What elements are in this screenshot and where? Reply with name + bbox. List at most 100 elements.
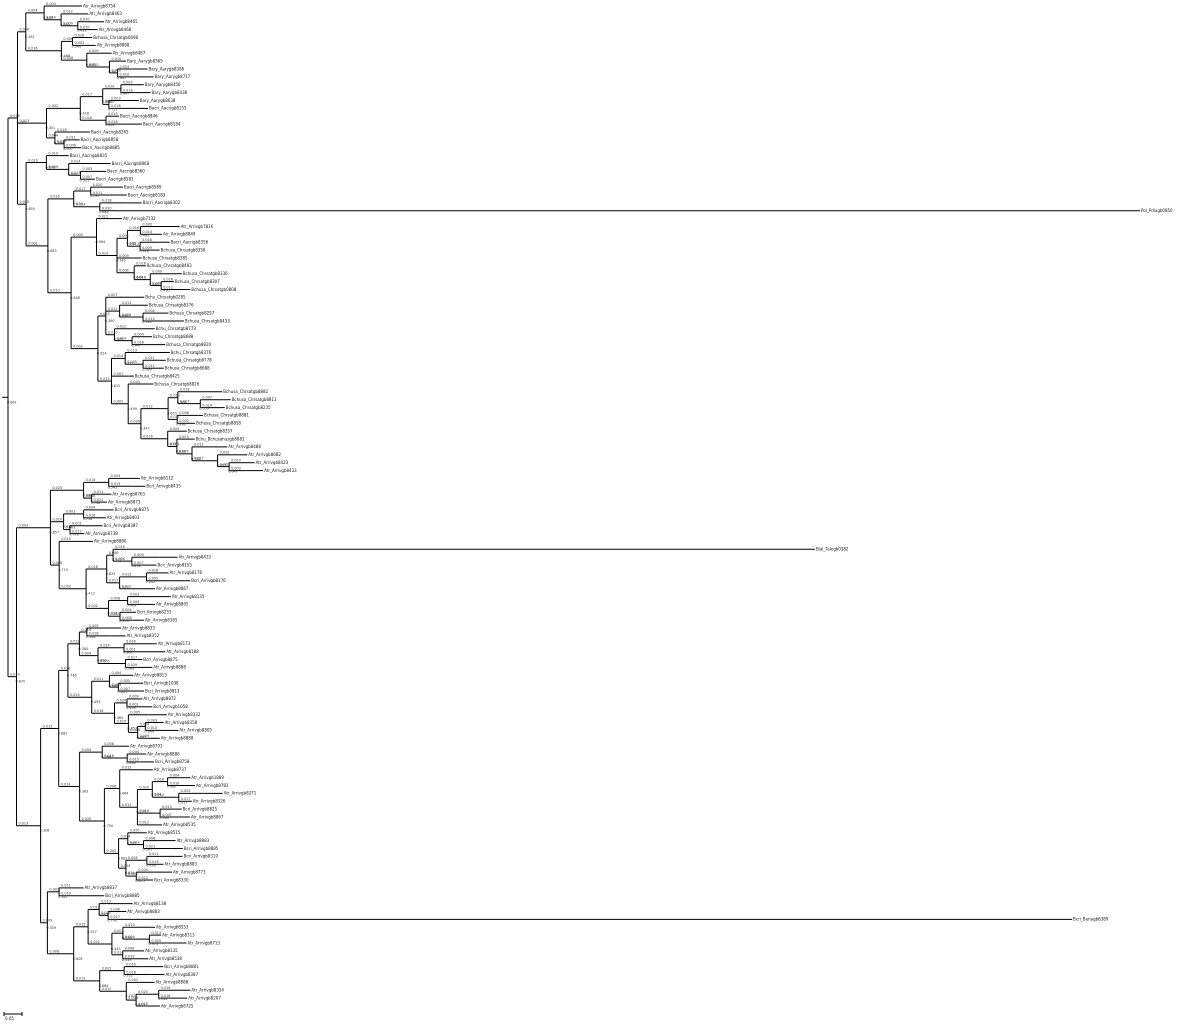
node-support-label: 0.524 bbox=[97, 352, 107, 356]
branch-length-label: 0.016 bbox=[143, 435, 153, 439]
node-support-label: 0.459 bbox=[126, 706, 136, 710]
branch-length-label: 0.019 bbox=[125, 955, 135, 959]
node-support-label: 0.542 bbox=[108, 485, 118, 489]
branch-length-label: 0.010 bbox=[125, 923, 135, 927]
tip-label: Atr_Arrivgb8423 bbox=[256, 460, 289, 465]
tip-label: Bchu_Chrsatgb8688 bbox=[153, 334, 194, 339]
node-support-label: 0.466 bbox=[60, 54, 70, 58]
branch-length-label: 0.014 bbox=[142, 230, 152, 234]
branch-length-label: 0.016 bbox=[10, 114, 20, 118]
branch-length-label: 0.004 bbox=[134, 333, 144, 337]
branch-length-label: 0.020 bbox=[93, 183, 103, 187]
branch-length-label: 0.005 bbox=[149, 577, 159, 581]
branch-length-label: 0.003 bbox=[130, 592, 140, 596]
tip-label: Atr_Arrivgb8872 bbox=[143, 696, 176, 701]
branch-length-label: 0.020 bbox=[139, 785, 149, 789]
branch-length-label: 0.012 bbox=[122, 803, 132, 807]
branch-length-label: 0.007 bbox=[108, 293, 118, 297]
node-support-label: 0.882 bbox=[58, 732, 68, 736]
branch-length-label: 0.016 bbox=[139, 809, 149, 813]
node-support-label: 0.615 bbox=[111, 384, 121, 388]
tip-label: Bcri_Arrivgb8885 bbox=[184, 846, 219, 851]
node-support-label: 0.487 bbox=[120, 92, 130, 96]
node-support-label: 0.941 bbox=[143, 848, 153, 852]
node-support-label: 0.499 bbox=[127, 407, 137, 411]
tip-label: Atr_Arrivgb8165 bbox=[145, 618, 178, 623]
branch-length-label: 0.014 bbox=[202, 403, 212, 407]
tip-label: Bcri_Arrivgb1058 bbox=[153, 704, 188, 709]
node-support-label: 0.322 bbox=[123, 974, 133, 978]
tip-label: Bcri_Arrivgb8330 bbox=[154, 877, 189, 882]
branch-length-label: 0.020 bbox=[105, 85, 115, 89]
branch-length-label: 0.002 bbox=[179, 419, 189, 423]
tip-label: Atr_Arrivgb8754 bbox=[83, 3, 116, 8]
branch-length-label: 0.006 bbox=[179, 411, 189, 415]
branch-length-label: 0.013 bbox=[101, 899, 111, 903]
node-support-label: 0.392 bbox=[25, 35, 35, 39]
branch-length-label: 0.002 bbox=[114, 929, 124, 933]
branch-length-label: 0.014 bbox=[120, 65, 130, 69]
tip-label: Bary_Aarygb8365 bbox=[127, 58, 163, 63]
node-support-label: 0.974 bbox=[148, 942, 158, 946]
branch-length-label: 0.021 bbox=[90, 940, 100, 944]
branch-length-label: 0.005 bbox=[100, 659, 110, 663]
branch-length-label: 0.004 bbox=[129, 750, 139, 754]
tip-label: Bary_Aarygb8456 bbox=[145, 82, 181, 87]
tip-label: Atr_Arrivgb8553 bbox=[156, 925, 189, 930]
node-support-label: 0.773 bbox=[136, 810, 146, 814]
node-support-label: 0.359 bbox=[46, 926, 56, 930]
branch-length-label: 0.003 bbox=[231, 466, 241, 470]
node-support-label: 0.947 bbox=[131, 344, 141, 348]
node-support-label: 0.964 bbox=[96, 240, 106, 244]
branch-length-label: 0.004 bbox=[49, 134, 59, 138]
tip-label: Atr_Arrivgb8773 bbox=[173, 869, 206, 874]
branch-length-label: 0.011 bbox=[61, 884, 71, 888]
node-support-label: 0.673 bbox=[167, 412, 177, 416]
branch-length-label: 0.014 bbox=[100, 644, 110, 648]
branch-length-label: 0.007 bbox=[83, 175, 93, 179]
node-support-label: 0.791 bbox=[17, 121, 27, 125]
tip-label: Atr_Arrivgb8352 bbox=[127, 633, 160, 638]
branch-length-label: 0.001 bbox=[129, 703, 139, 707]
tip-label: Atr_Arrivgb8805 bbox=[179, 728, 212, 733]
node-support-label: 0.457 bbox=[217, 464, 227, 468]
node-support-label: 0.507 bbox=[63, 147, 73, 151]
tip-label: Bcri_Arrivgb8435 bbox=[146, 484, 181, 489]
tip-label: Atr_Arrivgb8738 bbox=[85, 531, 118, 536]
branch-length-label: 0.007 bbox=[134, 561, 144, 565]
tip-label: Bchusa_Chrsatgb0808 bbox=[191, 287, 236, 292]
tip-label: Bial_Talegb0382 bbox=[816, 547, 849, 552]
tip-label: Bchusa_Chrsatgb8425 bbox=[135, 373, 180, 378]
tip-label: Bchusa_Chrsatgb8811 bbox=[232, 397, 277, 402]
branch-length-label: 0.005 bbox=[181, 789, 191, 793]
tip-label: Bacri_Aacrigb8858 bbox=[81, 137, 119, 142]
branch-length-label: 0.018 bbox=[149, 569, 159, 573]
branch-length-label: 0.020 bbox=[102, 207, 112, 211]
branch-length-label: 0.016 bbox=[154, 777, 164, 781]
tip-label: Atr_Arrivgb8138 bbox=[134, 901, 167, 906]
node-support-label: 0.634 bbox=[125, 871, 135, 875]
tip-label: Atr_Arrivgb8535 bbox=[163, 822, 196, 827]
tip-label: Bchusa_Chrsatgb8257 bbox=[169, 310, 214, 315]
tip-label: Atr_Arrivgb8463 bbox=[89, 11, 122, 16]
tip-label: Atr_Arrivgb8465 bbox=[105, 19, 138, 24]
tip-label: Bcri_Arrivgb8875 bbox=[115, 507, 150, 512]
branch-length-label: 0.013 bbox=[145, 317, 155, 321]
branch-length-label: 0.004 bbox=[111, 474, 121, 478]
node-support-label: 0.857 bbox=[127, 727, 137, 731]
branch-length-label: 0.009 bbox=[152, 270, 162, 274]
branch-length-label: 0.015 bbox=[108, 112, 118, 116]
tip-label: Atr_Arrivgb8837 bbox=[85, 885, 118, 890]
node-support-label: 0.333 bbox=[122, 958, 132, 962]
tip-label: Atr_Arrivgb8867 bbox=[156, 586, 189, 591]
branch-length-label: 0.014 bbox=[61, 782, 71, 786]
branch-length-label: 0.013 bbox=[20, 119, 30, 123]
tip-label: Bchusa_Chrsatgb8433 bbox=[185, 318, 230, 323]
node-support-label: 0.388 bbox=[102, 100, 112, 104]
tip-label: Bchusa_Chrsatgb8820 bbox=[166, 342, 211, 347]
branch-length-label: 0.014 bbox=[76, 203, 86, 207]
node-support-label: 0.542 bbox=[146, 580, 156, 584]
branch-length-label: 0.012 bbox=[122, 585, 132, 589]
node-support-label: 0.647 bbox=[117, 76, 127, 80]
branch-length-label: 0.012 bbox=[102, 987, 112, 991]
